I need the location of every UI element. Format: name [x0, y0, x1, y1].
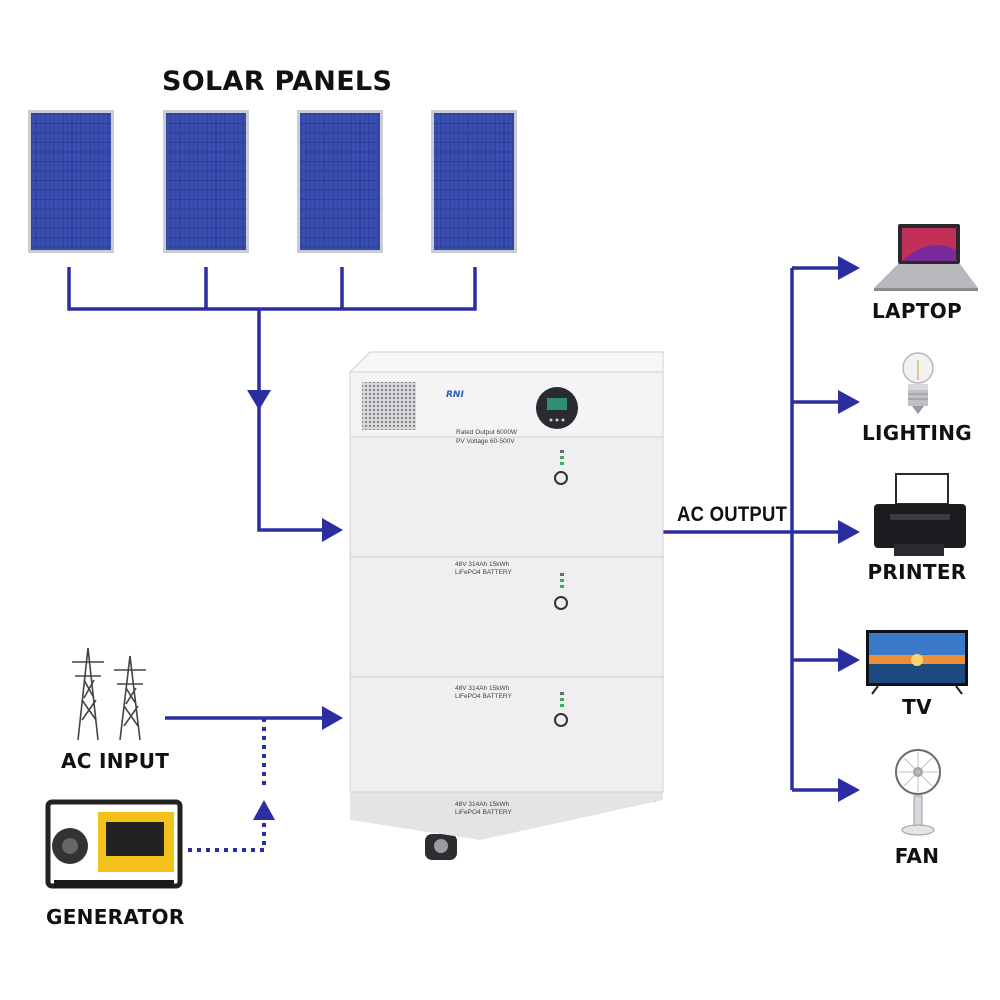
device-label-laptop: LAPTOP — [872, 299, 962, 323]
ac-input-wiring — [165, 706, 343, 730]
generator-wiring — [188, 718, 275, 852]
battery-indicators — [554, 450, 568, 727]
solar-input-arrow — [322, 518, 343, 542]
inverter-display — [536, 387, 578, 429]
ac-output-arrows — [838, 256, 860, 802]
printer-icon — [874, 473, 966, 556]
solar-down-arrow — [247, 390, 271, 410]
battery-2-line-2: LiFePO4 BATTERY — [455, 693, 512, 700]
ac-output-label: AC OUTPUT — [677, 503, 788, 526]
unit-spec-2: PV Voltage 60-500V — [456, 438, 515, 445]
generator-icon — [45, 799, 183, 889]
transmission-tower-icon — [72, 647, 146, 741]
solar-panel-3 — [297, 110, 383, 253]
laptop-icon — [874, 224, 978, 291]
solar-panel-4 — [431, 110, 517, 253]
device-label-printer: PRINTER — [867, 560, 967, 584]
bulb-icon — [902, 352, 934, 414]
generator-label: GENERATOR — [46, 905, 185, 929]
fan-icon — [895, 749, 941, 836]
battery-1-line-2: LiFePO4 BATTERY — [455, 569, 512, 576]
ac-input-label: AC INPUT — [61, 749, 170, 773]
battery-2-line-1: 48V 314Ah 15kWh — [455, 685, 510, 692]
unit-spec-1: Rated Output 6000W — [456, 429, 518, 436]
battery-1-line-1: 48V 314Ah 15kWh — [455, 561, 510, 568]
ac-output-wiring — [663, 266, 840, 792]
unit-brand: RNI — [446, 390, 464, 400]
tv-icon — [866, 630, 968, 695]
solar-panels-title: SOLAR PANELS — [162, 66, 393, 97]
device-label-lighting: LIGHTING — [862, 421, 972, 445]
device-label-fan: FAN — [894, 844, 940, 868]
battery-3-line-1: 48V 314Ah 15kWh — [455, 801, 510, 808]
inverter-battery-unit: RNI Rated Output 6000W PV Voltage 60-500… — [348, 351, 664, 860]
solar-panel-1 — [28, 110, 114, 253]
solar-wiring — [67, 267, 477, 532]
battery-3-line-2: LiFePO4 BATTERY — [455, 809, 512, 816]
vent-grille — [362, 382, 416, 430]
device-label-tv: TV — [902, 695, 932, 719]
solar-panel-2 — [163, 110, 249, 253]
